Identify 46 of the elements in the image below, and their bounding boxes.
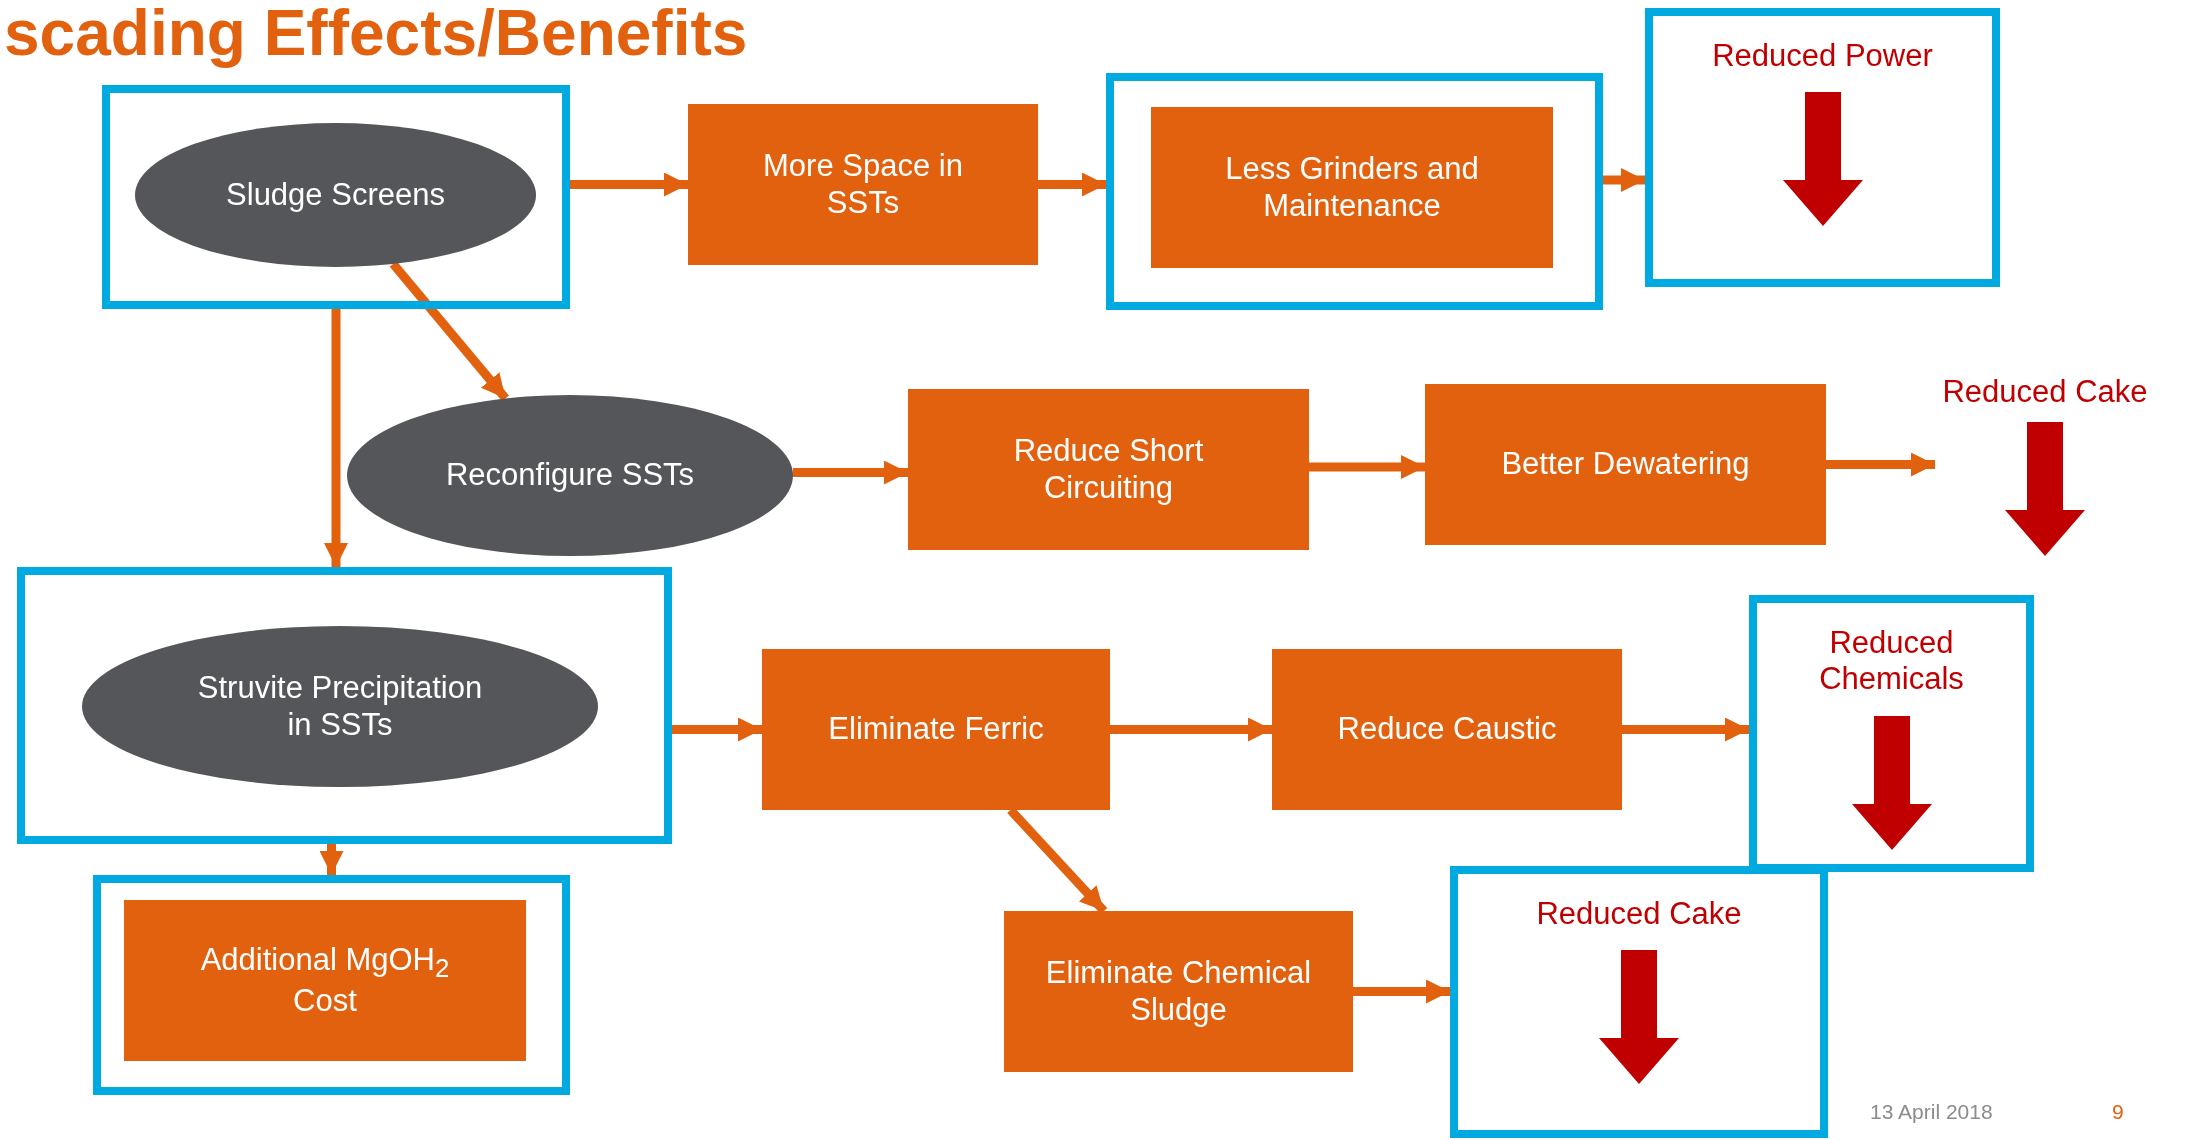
group-frame [17,567,672,844]
process-box [124,900,526,1061]
process-box [688,104,1038,265]
process-box [1272,649,1622,810]
node-label: Sludge Screens [225,176,446,214]
arrow [1309,455,1425,479]
arrow [319,844,344,875]
node-label: Reduce Caustic [1336,711,1558,748]
arrow [1353,979,1450,1004]
result-frame [1450,866,1828,1138]
arrow [324,309,348,567]
group-frame [93,875,570,1095]
slide-title: scading Effects/Benefits [4,0,748,70]
process-box [1425,384,1826,545]
node-label: Eliminate Chemical Sludge [1044,955,1313,1028]
result-frame [1749,595,2034,872]
arrow [672,717,762,742]
node-label: Better Dewatering [1500,446,1751,483]
footer-date: 13 April 2018 [1870,1100,1993,1124]
node-label: Struvite Precipitation in SSTs [196,670,484,743]
arrow [1622,717,1749,742]
arrow [1826,452,1935,477]
arrow [389,261,510,402]
page-number: 9 [2112,1100,2124,1124]
node-label: Reduced Power [1711,38,1934,75]
node-label: Additional MgOH$_{2}$ Cost [199,941,451,1020]
group-frame [102,85,570,309]
process-box [1151,107,1553,268]
arrow [1110,717,1272,742]
node-label: Reduced Cake [1942,374,2148,411]
node-label: Less Grinders and Maintenance [1224,151,1480,224]
arrow [1038,172,1106,197]
node-label: More Space in SSTs [762,148,964,221]
process-box [1004,911,1353,1072]
node-label: Reduce Short Circuiting [1012,433,1205,506]
node-label: Reduced Cake [1535,896,1743,933]
arrow [1603,168,1645,192]
node-label: Reconfigure SSTs [444,457,696,494]
process-box [908,389,1309,550]
node-label: Eliminate Ferric [827,711,1045,748]
arrow [793,460,908,485]
group-frame [1106,73,1603,310]
node-label: Reduced Chemicals [1818,625,1965,698]
process-box [762,649,1110,810]
result-frame [1645,8,2000,287]
arrow [570,172,688,197]
